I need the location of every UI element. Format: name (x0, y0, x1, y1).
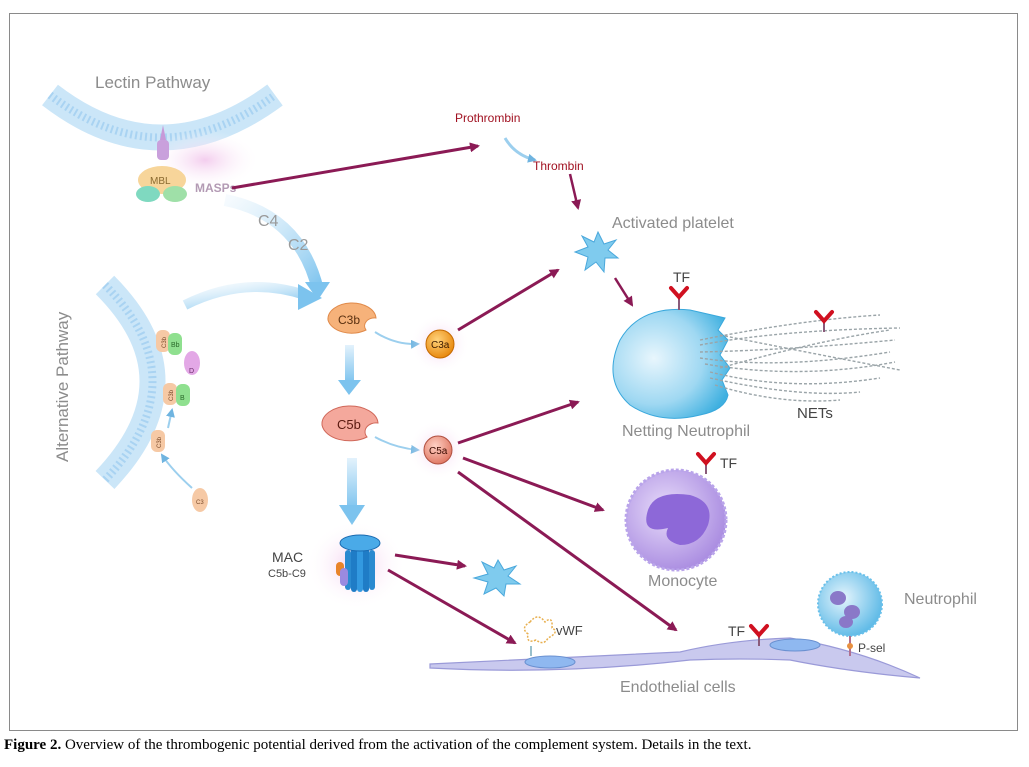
alternative-pathway-label: Alternative Pathway (53, 311, 72, 462)
c3a-to-platelet-arrow (457, 268, 560, 332)
mac-to-platelet-arrow (394, 553, 467, 570)
alternative-flow-arrow (182, 282, 307, 310)
alt-factor-d (184, 351, 200, 375)
activated-platelet-top (573, 230, 620, 274)
c4-label: C4 (258, 213, 279, 230)
c5b-label: C5b (337, 417, 361, 432)
tf-receptor-endothelial (749, 624, 769, 646)
vwf-molecule (523, 616, 556, 656)
vwf-label: vWF (556, 623, 583, 638)
netting-neutrophil (612, 308, 731, 419)
mac-label: MAC (272, 549, 303, 565)
mac-to-vwf-arrow (387, 568, 517, 645)
thrombin-to-platelet-arrow (568, 173, 582, 210)
c5b-node (321, 405, 379, 442)
monocyte-label: Monocyte (648, 573, 717, 590)
alt-c3 (192, 488, 208, 512)
alt-c3b-1-label: C3b (162, 336, 168, 348)
c5a-to-monocyte-arrow (462, 456, 605, 512)
mac-complex (306, 520, 406, 610)
c5a-to-endothelial-arrow (457, 470, 678, 632)
alt-c3b-2-label: C3b (169, 389, 175, 401)
c3b-label: C3b (338, 313, 360, 327)
alternative-membrane (95, 275, 166, 489)
lectin-flow-arrow (223, 194, 324, 292)
alt-d-label: D (189, 368, 194, 375)
alt-c3b-3 (151, 430, 165, 452)
tf-neutrophil-label: TF (673, 269, 690, 285)
mbl-label: MBL (150, 176, 171, 187)
psel-receptor (847, 636, 853, 656)
caption-text: Overview of the thrombogenic potential d… (61, 737, 752, 753)
c5a-to-netting-neutrophil-arrow (457, 399, 580, 445)
mbl-complex (136, 125, 260, 202)
psel-label: P-sel (858, 641, 885, 655)
tf-receptor-monocyte (696, 452, 716, 474)
monocyte-cell (624, 468, 728, 572)
tf-receptor-nets (814, 310, 834, 332)
alt-b-label: B (180, 395, 185, 402)
thrombin-label: Thrombin (533, 159, 584, 173)
caption-label: Figure 2. (4, 737, 62, 753)
nets-fibers (699, 314, 901, 402)
c5a-node (408, 420, 468, 480)
alt-convertase-2 (163, 383, 190, 406)
endothelium (429, 637, 921, 679)
neutrophil-cell (817, 571, 883, 637)
c5b-to-mac-arrow (339, 458, 365, 525)
netting-neutrophil-label: Netting Neutrophil (622, 423, 750, 440)
c5a-label: C5a (429, 446, 448, 457)
c3b-to-c5b-arrow (338, 345, 361, 395)
alt-c3b-3-label: C3b (157, 436, 163, 448)
prothrombin-to-thrombin-arrow (503, 137, 537, 163)
prothrombin-label: Prothrombin (455, 111, 520, 125)
activated-platelet-bottom (472, 558, 522, 598)
c3a-node (410, 314, 470, 374)
nets-label: NETs (797, 405, 833, 422)
tf-receptor-neutrophil (669, 286, 689, 310)
c3b-node (327, 302, 377, 334)
tf-monocyte-label: TF (720, 455, 737, 471)
figure-caption: Figure 2. Overview of the thrombogenic p… (4, 737, 1024, 754)
mac-sub-label: C5b-C9 (268, 568, 306, 580)
neutrophil-label: Neutrophil (904, 591, 977, 608)
c2-label: C2 (288, 237, 309, 254)
alt-convertase-1 (156, 330, 182, 355)
lectin-pathway-label: Lectin Pathway (95, 73, 211, 92)
masps-label: MASPs (195, 181, 237, 195)
platelet-to-neutrophil-arrow (613, 277, 634, 307)
tf-endothelial-label: TF (728, 623, 745, 639)
alt-c3-label: C3 (196, 500, 204, 506)
activated-platelet-label: Activated platelet (612, 215, 734, 232)
c3a-label: C3a (431, 340, 450, 351)
endothelial-cells-label: Endothelial cells (620, 679, 736, 696)
alt-bb-label: Bb (171, 342, 180, 349)
masps-to-prothrombin-arrow (231, 142, 480, 190)
